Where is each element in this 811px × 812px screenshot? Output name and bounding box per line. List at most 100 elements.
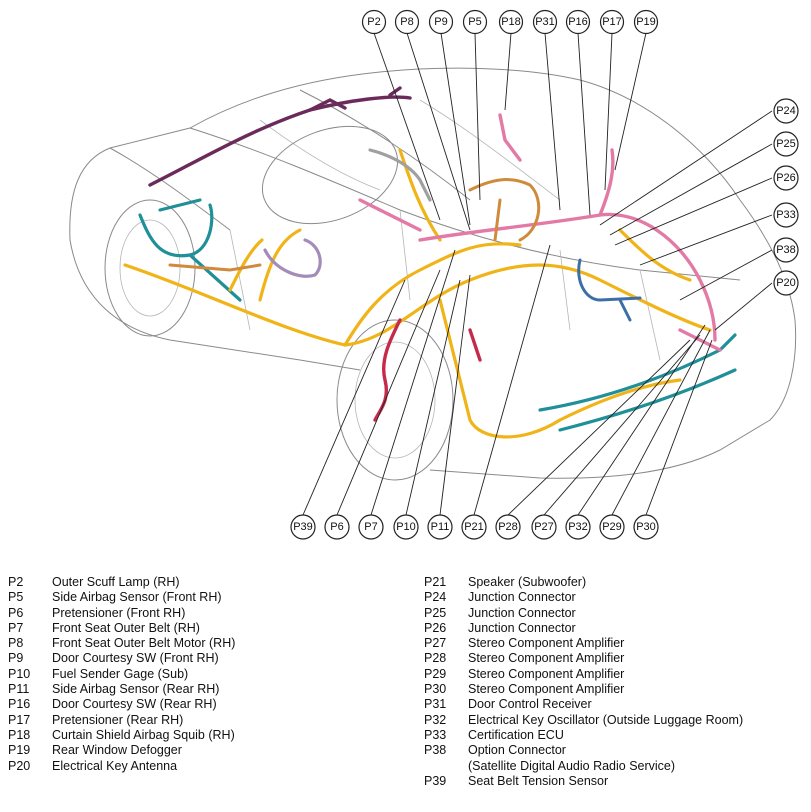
- legend-name: Front Seat Outer Belt (RH): [52, 620, 200, 635]
- legend-code: P7: [8, 620, 24, 635]
- svg-text:P18: P18: [501, 16, 521, 28]
- legend-row: (Satellite Digital Audio Radio Service): [424, 759, 743, 774]
- legend-row: P16 Door Courtesy SW (Rear RH): [8, 697, 235, 712]
- callout-p20: P20: [773, 270, 799, 296]
- legend-name: Electrical Key Oscillator (Outside Lugga…: [468, 712, 744, 727]
- legend-name: Door Courtesy SW (Rear RH): [52, 697, 217, 712]
- svg-text:P28: P28: [498, 521, 518, 533]
- svg-text:P20: P20: [776, 277, 796, 289]
- legend-code: P10: [8, 666, 31, 681]
- legend-code: P39: [424, 773, 447, 788]
- svg-text:P39: P39: [293, 521, 313, 533]
- callout-p18: P18: [498, 9, 524, 35]
- callout-p6: P6: [324, 514, 350, 540]
- legend-code: P25: [424, 605, 447, 620]
- leader-lines: [302, 32, 773, 516]
- legend-code: P21: [424, 575, 447, 589]
- legend-name: Stereo Component Amplifier: [468, 666, 625, 681]
- legend-name: Rear Window Defogger: [52, 743, 182, 758]
- svg-text:P5: P5: [468, 16, 481, 28]
- legend-code: P28: [424, 651, 447, 666]
- callout-p2: P2: [361, 9, 387, 35]
- callout-p28: P28: [495, 514, 521, 540]
- legend-code: P11: [8, 682, 30, 697]
- callout-p27: P27: [531, 514, 557, 540]
- svg-text:P25: P25: [776, 138, 796, 150]
- legend-code: P32: [424, 712, 447, 727]
- legend-name: Electrical Key Antenna: [52, 758, 178, 773]
- legend-name: Option Connector: [468, 743, 566, 758]
- svg-text:P38: P38: [776, 244, 796, 256]
- legend-row: P2 Outer Scuff Lamp (RH): [8, 575, 235, 590]
- svg-text:P9: P9: [434, 16, 447, 28]
- svg-text:P26: P26: [776, 172, 796, 184]
- legend-code: P16: [8, 697, 31, 712]
- legend-name: Outer Scuff Lamp (RH): [52, 575, 180, 589]
- callout-p17: P17: [599, 9, 625, 35]
- legend-code: [424, 759, 468, 774]
- legend-name: Side Airbag Sensor (Rear RH): [52, 682, 220, 697]
- legend-name: Junction Connector: [468, 620, 576, 635]
- svg-text:P6: P6: [330, 521, 343, 533]
- svg-text:P21: P21: [464, 521, 484, 533]
- legend-name: Door Control Receiver: [468, 697, 592, 712]
- legend-code: P31: [424, 697, 447, 712]
- svg-text:P8: P8: [400, 16, 413, 28]
- legend-name: Pretensioner (Rear RH): [52, 712, 184, 727]
- callout-p31: P31: [532, 9, 558, 35]
- legend-code: P38: [424, 743, 447, 758]
- legend-name: Door Courtesy SW (Front RH): [52, 651, 219, 666]
- wire-harnesses: [123, 86, 737, 439]
- legend-code: P2: [8, 575, 24, 589]
- legend-code: P5: [8, 590, 24, 605]
- callout-p5: P5: [462, 9, 488, 35]
- legend-code: P18: [8, 727, 31, 742]
- legend-code: P26: [424, 620, 447, 635]
- legend-name: Stereo Component Amplifier: [468, 651, 625, 666]
- callout-p25: P25: [773, 131, 799, 157]
- callout-p8: P8: [394, 9, 420, 35]
- svg-text:P27: P27: [534, 521, 554, 533]
- legend-row: P32 Electrical Key Oscillator (Outside Lu…: [424, 713, 743, 728]
- legend-name: Junction Connector: [468, 590, 576, 605]
- callout-p7: P7: [358, 514, 384, 540]
- callout-p38: P38: [773, 237, 799, 263]
- legend-row: P29 Stereo Component Amplifier: [424, 667, 743, 682]
- legend-code: P29: [424, 666, 447, 681]
- svg-text:P10: P10: [396, 521, 416, 533]
- svg-text:P32: P32: [568, 521, 588, 533]
- callout-p21: P21: [461, 514, 487, 540]
- svg-text:P29: P29: [602, 521, 622, 533]
- legend-code: P19: [8, 743, 31, 758]
- svg-text:P31: P31: [535, 16, 555, 28]
- legend-row: P31 Door Control Receiver: [424, 697, 743, 712]
- svg-text:P24: P24: [776, 105, 796, 117]
- legend-code: P24: [424, 590, 447, 605]
- legend-row: P38 Option Connector: [424, 743, 743, 758]
- callout-p19: P19: [633, 9, 659, 35]
- svg-text:P17: P17: [602, 16, 622, 28]
- legend-code: P27: [424, 636, 447, 651]
- legend-row: P11 Side Airbag Sensor (Rear RH): [8, 682, 235, 697]
- legend-name: Junction Connector: [468, 605, 576, 620]
- legend-code: P30: [424, 682, 447, 697]
- legend-name: Pretensioner (Front RH): [52, 605, 186, 620]
- legend-row: P7 Front Seat Outer Belt (RH): [8, 621, 235, 636]
- callout-p16: P16: [565, 9, 591, 35]
- legend-name: Curtain Shield Airbag Squib (RH): [52, 727, 235, 742]
- wiring-diagram: P2 P8 P9 P5 P18 P31 P16 P17 P19 P24 P25 …: [69, 9, 799, 540]
- callout-p9: P9: [428, 9, 454, 35]
- legend-row: P28 Stereo Component Amplifier: [424, 651, 743, 666]
- callout-p26: P26: [773, 165, 799, 191]
- svg-text:P19: P19: [636, 16, 656, 28]
